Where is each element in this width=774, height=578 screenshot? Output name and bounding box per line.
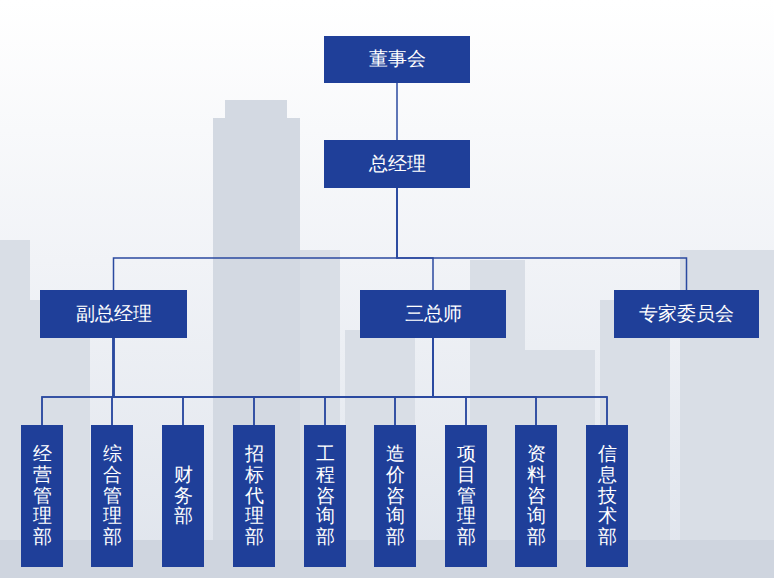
department-box: 造价咨询部	[374, 425, 416, 567]
position-box: 副总经理	[40, 290, 187, 338]
tower	[213, 118, 300, 578]
connector-line	[325, 338, 433, 425]
node-label: 专家委员会	[639, 303, 734, 326]
node-label: 信息技术部	[598, 444, 617, 548]
node-label: 工程咨询部	[316, 444, 335, 548]
node-label: 造价咨询部	[386, 444, 405, 548]
connector-line	[114, 338, 326, 425]
connector-line	[42, 338, 114, 425]
node-label: 经营管理部	[33, 444, 52, 548]
department-box: 综合管理部	[91, 425, 133, 567]
department-box: 资料咨询部	[515, 425, 557, 567]
connector-line	[114, 338, 537, 425]
node-label: 招标代理部	[245, 444, 264, 548]
node-label: 总经理	[369, 153, 426, 176]
connector-line	[433, 338, 466, 425]
connector-line	[183, 338, 433, 425]
department-box: 经营管理部	[21, 425, 63, 567]
node-label: 资料咨询部	[527, 444, 546, 548]
position-box: 三总师	[360, 290, 506, 338]
tower-top	[225, 100, 287, 120]
department-box: 信息技术部	[586, 425, 628, 567]
connector-line	[114, 338, 184, 425]
connector-line	[433, 338, 536, 425]
department-box: 项目管理部	[445, 425, 487, 567]
node-label: 项目管理部	[457, 444, 476, 548]
node-label: 财务部	[174, 465, 193, 528]
connector-line	[396, 83, 398, 140]
connector-line	[42, 338, 433, 425]
position-box: 总经理	[324, 140, 470, 188]
connector-line	[397, 188, 687, 290]
department-box: 工程咨询部	[304, 425, 346, 567]
connector-line	[395, 338, 433, 425]
connector-line	[114, 338, 467, 425]
department-box: 招标代理部	[233, 425, 275, 567]
position-box: 董事会	[324, 36, 470, 83]
node-label: 综合管理部	[103, 444, 122, 548]
buildings	[0, 100, 774, 578]
connector-line	[114, 338, 608, 425]
position-box: 专家委员会	[614, 290, 759, 338]
connector-line	[397, 188, 433, 290]
connector-line	[112, 338, 433, 425]
connector-line	[114, 188, 398, 290]
connector-line	[433, 338, 607, 425]
node-label: 三总师	[405, 303, 462, 326]
connector-line	[254, 338, 433, 425]
node-label: 副总经理	[76, 303, 152, 326]
node-label: 董事会	[369, 48, 426, 71]
department-box: 财务部	[162, 425, 204, 567]
